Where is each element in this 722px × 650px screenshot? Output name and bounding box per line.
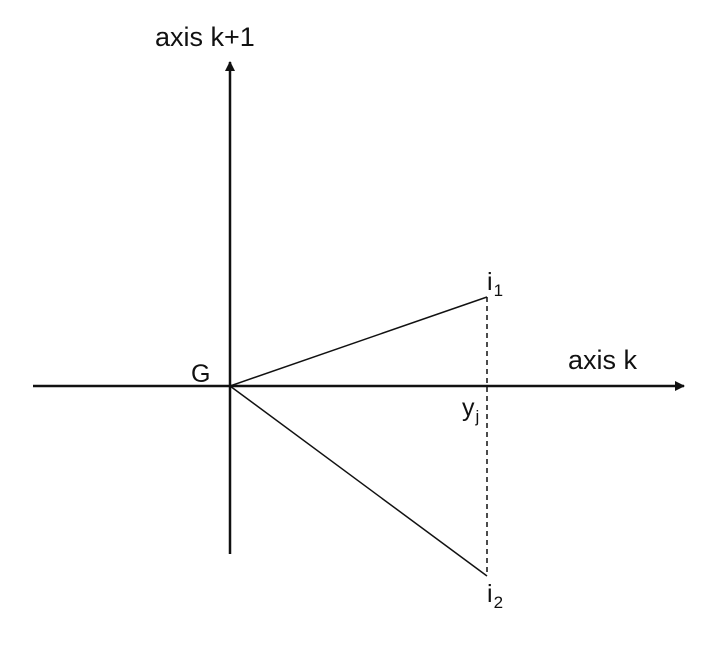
projection-yj-base: y [462, 394, 475, 422]
axis-k-label: axis k [568, 345, 638, 375]
axis-k-plus-1-label: axis k+1 [155, 22, 255, 52]
origin-g-label: G [191, 360, 211, 388]
point-i1-label: i1 [487, 268, 504, 300]
projection-yj-label: yj [462, 394, 480, 426]
projection-yj-subscript: j [475, 407, 480, 426]
point-i2-label: i2 [487, 580, 504, 612]
segment-g-i1 [229, 296, 488, 387]
point-i1-subscript: 1 [493, 281, 504, 300]
point-i2-subscript: 2 [493, 593, 504, 612]
segment-g-i2 [229, 385, 488, 577]
point-i2-base: i [487, 580, 493, 608]
point-i1-base: i [487, 268, 493, 296]
